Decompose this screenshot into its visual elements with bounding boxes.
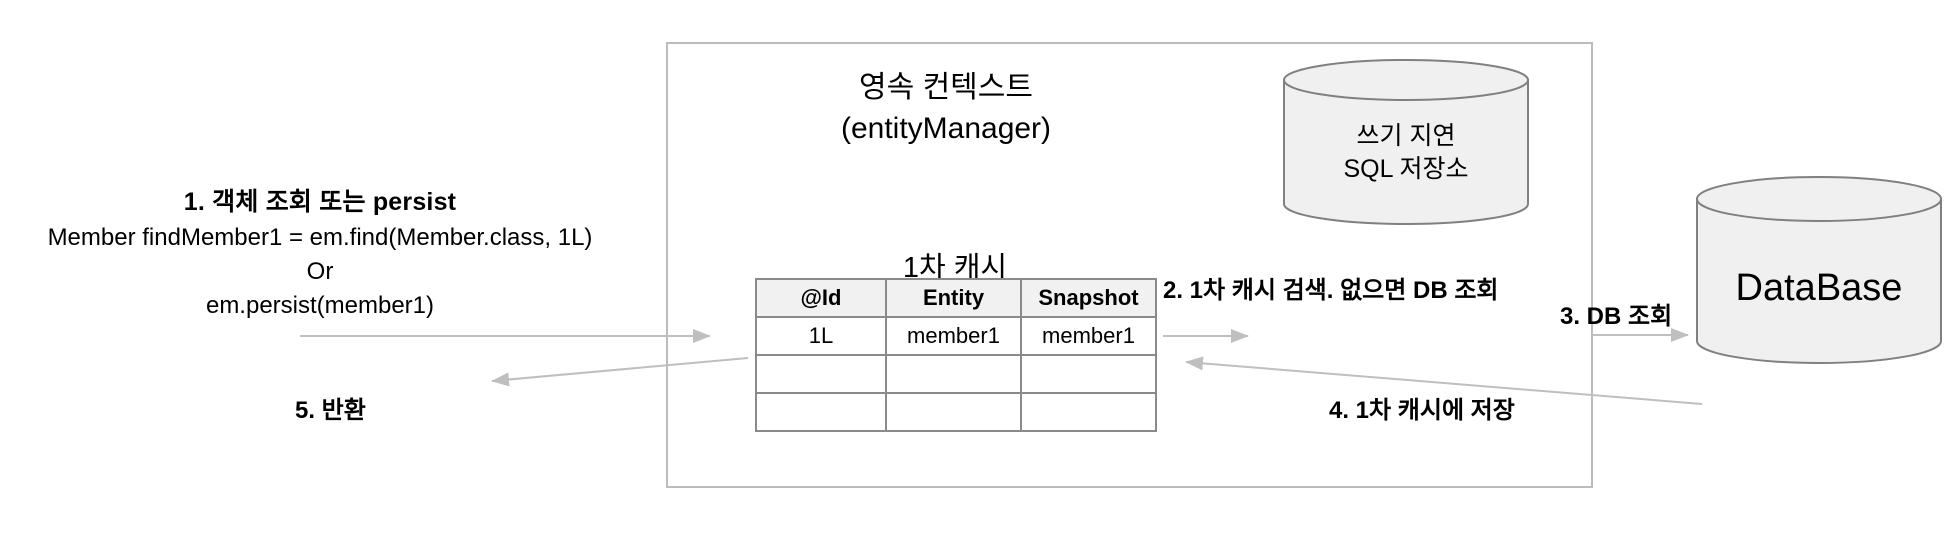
step5-label: 5. 반환 <box>295 397 366 424</box>
table-header-id: @Id <box>755 278 887 318</box>
table-header-entity: Entity <box>885 278 1022 318</box>
write-behind-sql-store-cylinder: 쓰기 지연 SQL 저장소 <box>1282 58 1530 226</box>
step1-description-block: 1. 객체 조회 또는 persist Member findMember1 =… <box>0 185 640 323</box>
first-level-cache-table: @Id Entity Snapshot 1L member1 member1 <box>755 278 1157 432</box>
persistence-context-title: 영속 컨텍스트 (entityManager) <box>666 68 1226 149</box>
table-row <box>755 354 1157 394</box>
step4-label: 4. 1차 캐시에 저장 <box>1329 397 1515 424</box>
cylinder-icon <box>1696 176 1942 364</box>
table-cell-snapshot <box>1020 354 1157 394</box>
table-cell-entity <box>885 392 1022 432</box>
step3-label: 3. DB 조회 <box>1560 303 1673 330</box>
step1-code-line-3: em.persist(member1) <box>205 291 435 319</box>
step1-code-line-2: Or <box>306 257 334 285</box>
persistence-context-title-line1: 영속 컨텍스트 <box>859 71 1033 104</box>
table-header-snapshot: Snapshot <box>1020 278 1157 318</box>
step1-code-line-1: Member findMember1 = em.find(Member.clas… <box>47 223 593 251</box>
table-header-row: @Id Entity Snapshot <box>755 278 1157 318</box>
table-cell-snapshot: member1 <box>1020 316 1157 356</box>
table-cell-id <box>755 354 887 394</box>
table-cell-entity <box>885 354 1022 394</box>
table-row <box>755 392 1157 432</box>
cylinder-icon <box>1283 59 1529 225</box>
table-cell-entity: member1 <box>885 316 1022 356</box>
step2-label: 2. 1차 캐시 검색. 없으면 DB 조회 <box>1163 277 1499 304</box>
table-row: 1L member1 member1 <box>755 316 1157 356</box>
persistence-context-title-line2: (entityManager) <box>840 111 1052 145</box>
table-cell-id <box>755 392 887 432</box>
table-cell-snapshot <box>1020 392 1157 432</box>
database-cylinder: DataBase <box>1695 175 1943 365</box>
step1-title: 1. 객체 조회 또는 persist <box>183 188 457 216</box>
table-cell-id: 1L <box>755 316 887 356</box>
